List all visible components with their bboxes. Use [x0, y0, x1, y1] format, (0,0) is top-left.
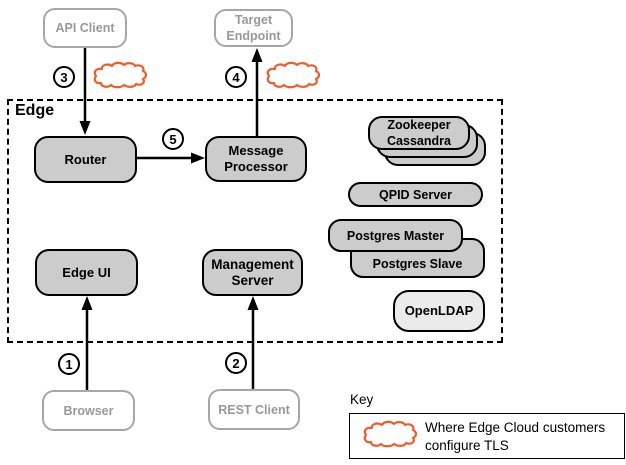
node-postgres-master: Postgres Master — [328, 219, 463, 252]
node-zookeeper-cassandra: Zookeeper Cassandra — [368, 116, 470, 150]
node-message-processor: Message Processor — [205, 136, 307, 182]
tls-cloud-icon — [93, 61, 148, 89]
step-badge-3: 3 — [53, 66, 75, 88]
node-rest-client: REST Client — [208, 389, 300, 430]
key-title: Key — [350, 392, 374, 407]
node-management-server: Management Server — [202, 249, 303, 296]
node-openldap: OpenLDAP — [393, 290, 485, 332]
node-qpid-server: QPID Server — [348, 182, 483, 207]
tls-cloud-icon — [266, 61, 321, 89]
node-browser: Browser — [42, 390, 135, 431]
edge-boundary — [7, 99, 503, 343]
step-badge-1: 1 — [58, 353, 80, 375]
key-entry-text: Where Edge Cloud customers configure TLS — [425, 420, 606, 453]
edge-label: Edge — [15, 102, 55, 119]
node-edge-ui: Edge UI — [35, 249, 138, 296]
node-target-endpoint: Target Endpoint — [214, 9, 293, 47]
key-box: Where Edge Cloud customers configure TLS — [349, 413, 625, 459]
step-badge-5: 5 — [162, 128, 184, 150]
node-router: Router — [34, 136, 137, 183]
node-api-client: API Client — [43, 8, 127, 48]
step-badge-2: 2 — [225, 352, 247, 374]
step-badge-4: 4 — [225, 66, 247, 88]
